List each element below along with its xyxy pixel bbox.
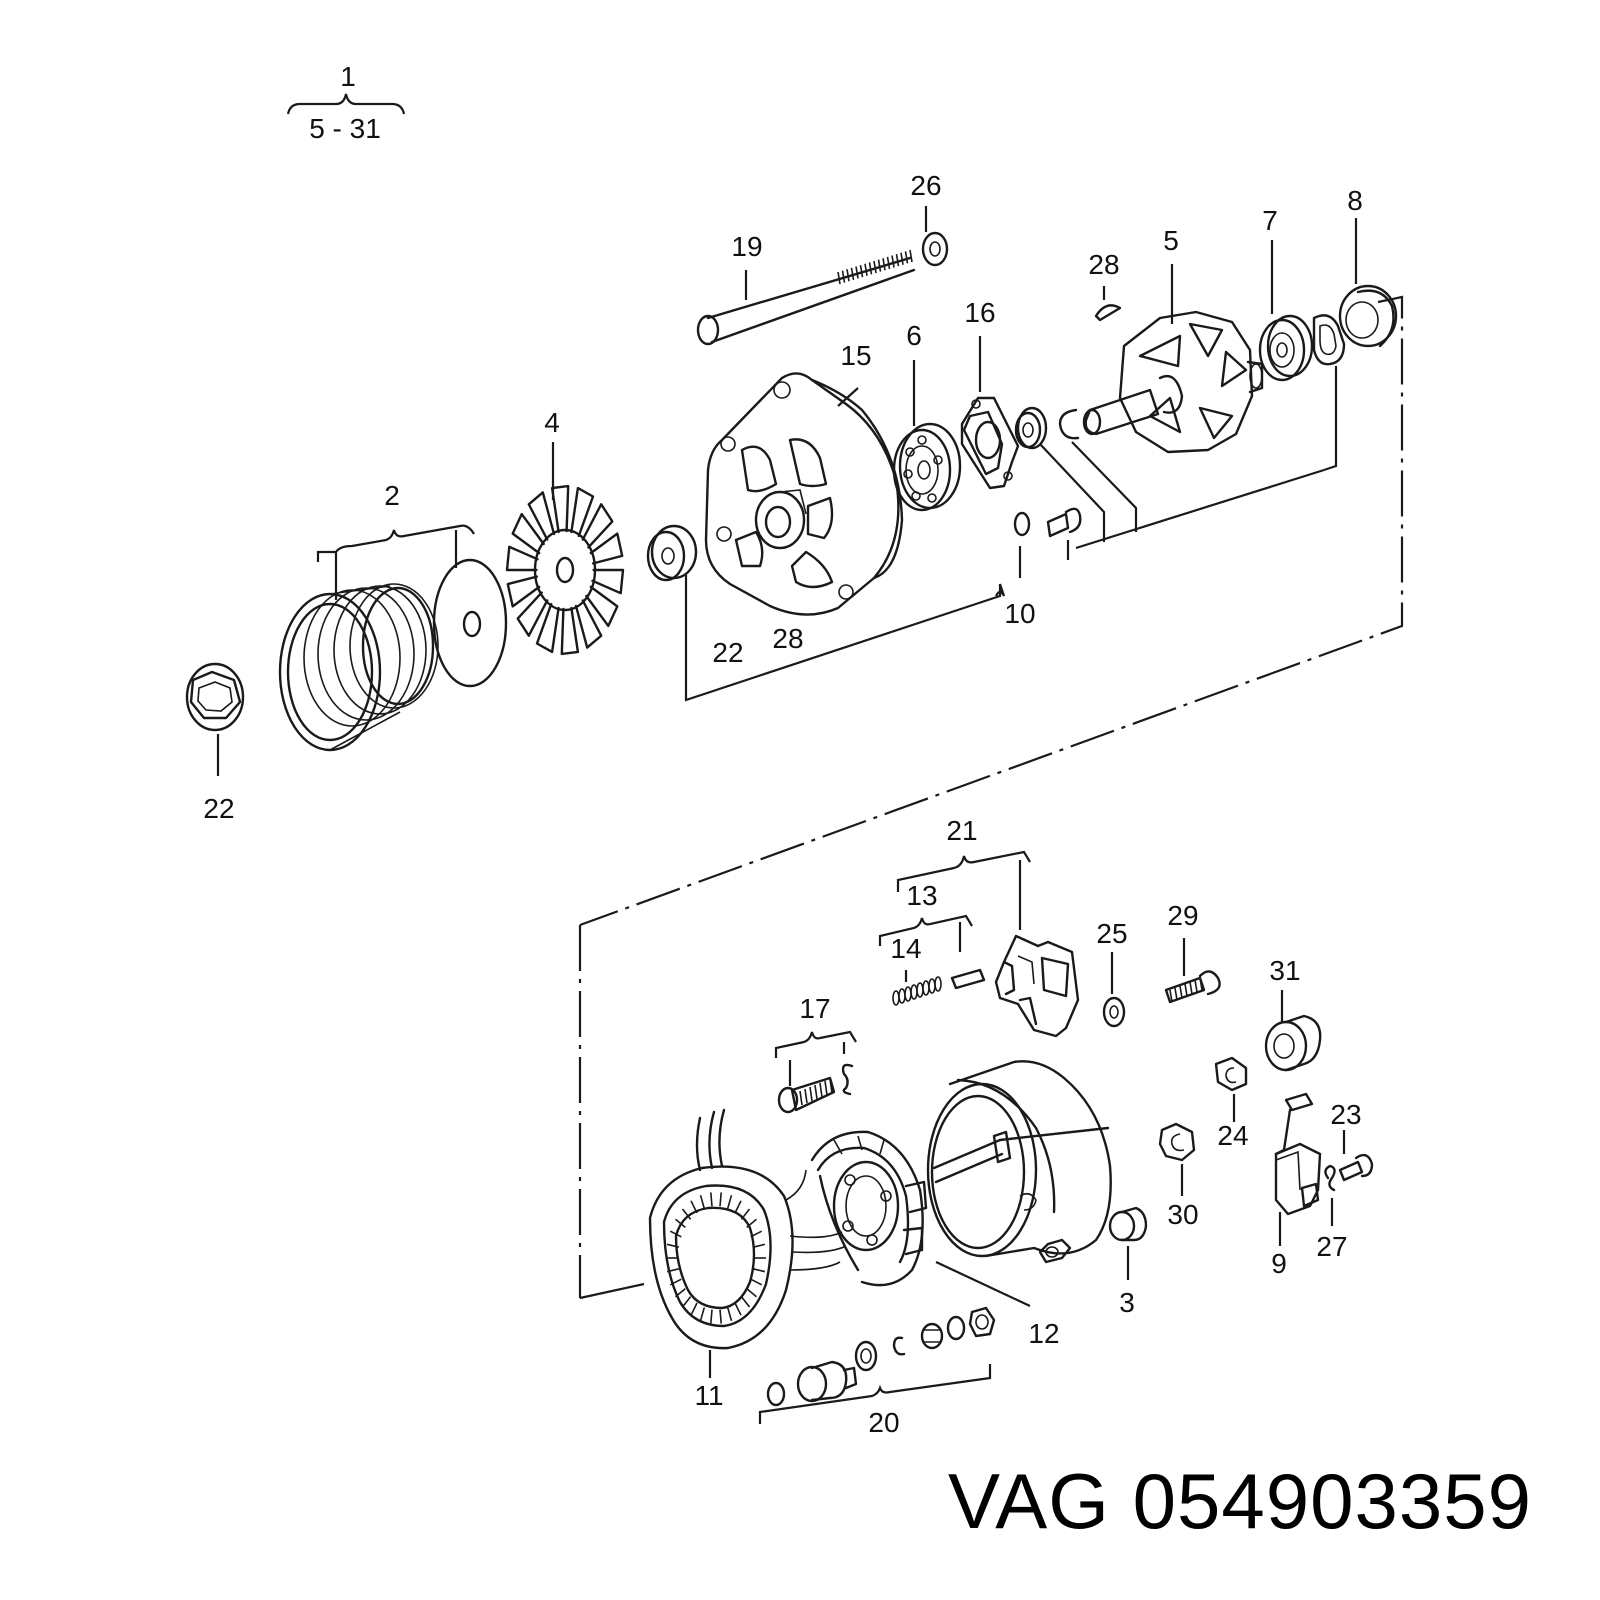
callout-22-spacer: 22 — [712, 637, 743, 668]
front-bearing — [892, 360, 962, 512]
bolt-icon — [777, 1076, 836, 1114]
housing-icon — [704, 372, 904, 616]
callout-2: 2 — [384, 480, 400, 511]
bearing-plate — [960, 336, 1020, 490]
insulating-bushing — [1264, 990, 1322, 1072]
shaft-washer — [1014, 406, 1106, 542]
callout-23: 23 — [1330, 1099, 1361, 1130]
washer-icon — [432, 558, 508, 688]
callout-28-housing: 28 — [772, 623, 803, 654]
callout-4: 4 — [544, 407, 560, 438]
callout-21: 21 — [946, 815, 977, 846]
carbon-brush — [950, 968, 986, 990]
callout-1-range: 5 - 31 — [309, 113, 381, 144]
washer-icon — [854, 1340, 878, 1372]
rear-housing — [926, 1060, 1112, 1264]
rotor — [1082, 264, 1264, 454]
nut-icon — [1214, 1056, 1248, 1092]
seal-ring — [1312, 314, 1346, 452]
bearing-icon — [892, 422, 962, 512]
spacer-ring — [646, 524, 698, 582]
regulator-icon — [1274, 1092, 1322, 1216]
washer-icon — [766, 1381, 786, 1407]
rectifier-icon — [810, 1130, 928, 1287]
brand-label: VAG — [948, 1457, 1110, 1545]
callout-24: 24 — [1217, 1120, 1248, 1151]
regulator-lockwasher — [1324, 1164, 1336, 1226]
washer-icon — [1013, 511, 1031, 537]
callout-16: 16 — [964, 297, 995, 328]
terminal-sleeve — [1108, 1206, 1148, 1280]
callout-3: 3 — [1119, 1287, 1135, 1318]
bolt-icon — [696, 249, 916, 346]
callout-11: 11 — [694, 1380, 723, 1411]
nut-icon — [1158, 1122, 1196, 1162]
assembly-bracket-20 — [758, 1306, 996, 1424]
brush-spring — [892, 976, 942, 1006]
callout-7: 7 — [1262, 205, 1278, 236]
bolt-icon — [1338, 1153, 1374, 1182]
end-cap — [1338, 218, 1398, 348]
stator — [648, 1108, 847, 1378]
bolt-icon — [796, 1360, 858, 1403]
bolt-washer — [921, 206, 949, 267]
callout-27: 27 — [1316, 1231, 1347, 1262]
part-caption: VAG 054903359 — [948, 1456, 1532, 1547]
assembly-bracket-13 — [878, 914, 973, 982]
woodruff-key — [1094, 286, 1122, 322]
terminal-nut — [1214, 1056, 1248, 1122]
rotor-icon — [1082, 310, 1264, 454]
bearing-icon — [1258, 314, 1314, 382]
assembly-bracket-17 — [774, 1030, 857, 1114]
callout-5: 5 — [1163, 225, 1179, 256]
callout-6: 6 — [906, 320, 922, 351]
callout-9: 9 — [1271, 1248, 1287, 1279]
through-bolt — [696, 249, 916, 346]
pulley — [278, 524, 508, 752]
callout-12: 12 — [1028, 1318, 1059, 1349]
washer-icon — [946, 1315, 966, 1341]
regulator-screw — [1338, 1130, 1374, 1182]
assembly-bracket-1 — [286, 93, 406, 115]
voltage-regulator — [1274, 1092, 1322, 1246]
pulley-nut — [185, 662, 245, 776]
fan — [505, 442, 625, 656]
holder-screw — [1164, 938, 1221, 1004]
brush-holder — [994, 934, 1080, 1038]
front-housing — [704, 372, 904, 616]
callout-13: 13 — [906, 880, 937, 911]
part-number: 054903359 — [1132, 1457, 1533, 1545]
callout-20: 20 — [868, 1407, 899, 1438]
callout-22-nut: 22 — [203, 793, 234, 824]
callout-14: 14 — [890, 933, 921, 964]
fan-icon — [505, 484, 625, 656]
bolt-icon — [1164, 970, 1221, 1004]
rear-bearing — [1258, 240, 1314, 382]
rectifier — [810, 1130, 1031, 1307]
callout-29: 29 — [1167, 900, 1198, 931]
callout-10: 10 — [1004, 598, 1035, 629]
callout-17: 17 — [799, 993, 830, 1024]
callout-28-key: 28 — [1088, 249, 1119, 280]
callout-1: 1 — [340, 61, 356, 92]
callout-8: 8 — [1347, 185, 1363, 216]
callout-26: 26 — [910, 170, 941, 201]
bolt-icon — [1046, 507, 1082, 538]
housing-icon — [926, 1060, 1112, 1264]
screw-set-10 — [995, 507, 1082, 597]
callout-19: 19 — [731, 231, 762, 262]
callout-25: 25 — [1096, 918, 1127, 949]
circlip — [1058, 408, 1138, 532]
assembly-bracket-21 — [896, 850, 1031, 930]
nut-icon — [189, 670, 242, 720]
callout-31: 31 — [1269, 955, 1300, 986]
stator-icon — [648, 1108, 847, 1350]
assembly-frame — [578, 295, 1404, 1300]
cap-nut — [1158, 1122, 1196, 1196]
callout-30: 30 — [1167, 1199, 1198, 1230]
holder-washer — [1102, 952, 1126, 1028]
callout-15: 15 — [840, 340, 871, 371]
pulley-icon — [278, 583, 439, 752]
